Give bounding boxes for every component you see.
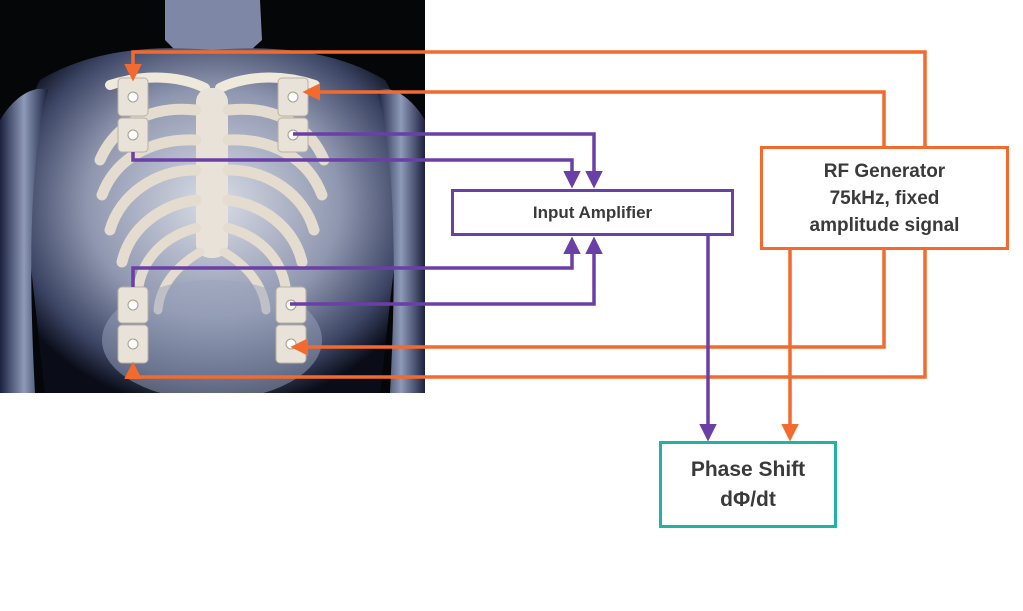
electrode-lower-right <box>275 286 307 364</box>
electrode-upper-right <box>277 77 309 153</box>
sense-line-upper-left <box>131 152 581 189</box>
rf-line-upper-right <box>302 83 886 146</box>
rf-generator-box: RF Generator 75kHz, fixed amplitude sign… <box>760 146 1009 250</box>
rf-generator-line-3: amplitude signal <box>809 214 960 236</box>
electrode-lower-left <box>117 286 149 364</box>
rf-current-lines <box>124 50 927 442</box>
rf-generator-line-2: 75kHz, fixed <box>829 187 940 209</box>
rf-line-lower-right <box>290 250 886 356</box>
rf-generator-line-1: RF Generator <box>823 160 946 182</box>
rf-line-lower-left <box>124 250 927 379</box>
sense-line-lower-right <box>290 236 603 306</box>
sense-line-lower-left <box>131 236 581 287</box>
rf-line-upper-left <box>124 50 927 146</box>
phase-shift-line-2: dΦ/dt <box>720 487 776 511</box>
input-amplifier-label: Input Amplifier <box>532 202 653 222</box>
input-amplifier-box: Input Amplifier <box>451 189 734 236</box>
phase-shift-line-1: Phase Shift <box>690 457 806 481</box>
sense-line-upper-right <box>293 132 603 189</box>
electrode-upper-left <box>117 77 149 153</box>
sense-lines <box>131 132 717 442</box>
phase-shift-box: Phase Shift dΦ/dt <box>659 441 837 528</box>
